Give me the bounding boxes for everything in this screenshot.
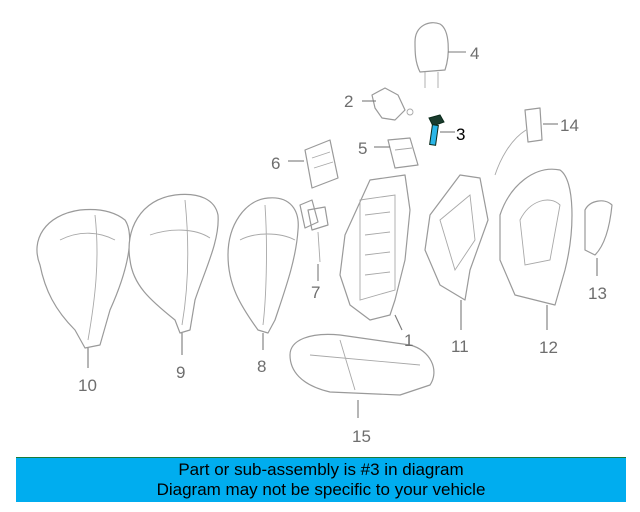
part-14-switch[interactable] <box>494 107 543 176</box>
part-13-cover[interactable] <box>584 200 613 256</box>
callout-7: 7 <box>311 283 320 302</box>
part-3-headrest-guide[interactable] <box>428 114 445 146</box>
callout-2: 2 <box>344 92 353 111</box>
vehicle-notice-banner: Part or sub-assembly is #3 in diagram Di… <box>16 457 626 502</box>
banner-line-disclaimer: Diagram may not be specific to your vehi… <box>156 480 486 499</box>
part-9-backrest-cover[interactable] <box>128 193 219 334</box>
callout-9: 9 <box>176 363 185 382</box>
callout-11: 11 <box>451 337 469 356</box>
callout-8: 8 <box>257 357 266 376</box>
leader-lines <box>87 51 598 418</box>
callout-3: 3 <box>456 125 465 144</box>
banner-line-part: Part or sub-assembly is #3 in diagram <box>178 460 464 479</box>
part-4-headrest[interactable] <box>414 22 449 88</box>
callout-12: 12 <box>539 338 558 357</box>
callout-1: 1 <box>404 331 413 350</box>
callout-6: 6 <box>271 154 280 173</box>
part-15-seat-cushion[interactable] <box>289 333 435 396</box>
callout-10: 10 <box>78 376 97 395</box>
part-7-bracket[interactable] <box>299 199 329 263</box>
callout-14: 14 <box>560 116 579 135</box>
part-5-bracket[interactable] <box>387 137 419 169</box>
part-8-backrest-pad[interactable] <box>227 197 299 334</box>
callout-4: 4 <box>470 44 479 63</box>
callout-13: 13 <box>588 284 607 303</box>
part-2-adjuster[interactable] <box>371 87 414 121</box>
part-10-backrest-cover[interactable] <box>36 208 131 349</box>
part-12-back-shell[interactable] <box>499 168 573 306</box>
part-6-panel[interactable] <box>304 139 339 189</box>
seat-parts-diagram: 1 2 3 4 5 6 7 8 9 10 11 12 13 14 15 <box>36 22 613 446</box>
part-1-backrest-frame[interactable] <box>339 174 411 321</box>
callout-15: 15 <box>352 427 371 446</box>
callout-5: 5 <box>358 139 367 158</box>
part-11-back-panel[interactable] <box>424 174 489 301</box>
